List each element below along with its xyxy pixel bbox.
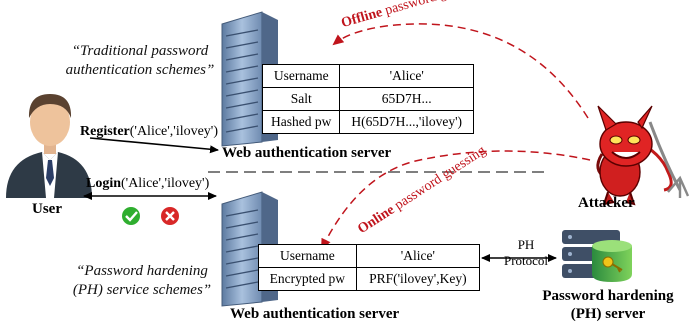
table-header-row: Username 'Alice' xyxy=(261,64,474,88)
traditional-caption-line2: authentication schemes” xyxy=(65,62,215,78)
table-row: Encrypted pw PRF('ilovey',Key) xyxy=(258,267,481,291)
user-avatar-icon xyxy=(6,94,92,198)
table-row: Salt 65D7H... xyxy=(261,87,474,111)
table-cell: 'Alice' xyxy=(339,64,474,88)
ph-server-line1: Password hardening xyxy=(542,288,674,304)
cross-icon xyxy=(161,207,179,225)
online-attack-arrow xyxy=(321,150,591,250)
table-cell: Encrypted pw xyxy=(258,267,357,291)
ph-server-key-icon xyxy=(562,230,632,282)
traditional-scheme-caption: “Traditional password authentication sch… xyxy=(40,42,240,80)
user-label: User xyxy=(32,201,62,217)
web-server-top-label: Web authentication server xyxy=(222,145,392,161)
register-args: ('Alice','ilovey') xyxy=(129,124,218,139)
traditional-credentials-table: Username 'Alice' Salt 65D7H... Hashed pw… xyxy=(261,64,474,134)
register-arrow xyxy=(89,137,219,154)
ph-server-label: Password hardening (PH) server xyxy=(528,287,688,323)
ph-caption-line1: “Password hardening xyxy=(76,263,208,279)
table-cell: Salt xyxy=(261,87,341,111)
ph-caption-line2: (PH) service schemes” xyxy=(72,282,212,298)
register-keyword: Register xyxy=(80,124,130,139)
ph-credentials-table: Username 'Alice' Encrypted pw PRF('ilove… xyxy=(258,244,481,291)
table-cell: Username xyxy=(261,64,341,88)
table-cell: 65D7H... xyxy=(339,87,474,111)
attacker-label: Attacker xyxy=(578,195,635,211)
ph-server-line2: (PH) server xyxy=(570,306,646,322)
login-args: ('Alice','ilovey') xyxy=(121,176,210,191)
web-server-bottom-label: Web authentication server xyxy=(230,306,400,322)
table-cell: Username xyxy=(258,244,357,268)
table-header-row: Username 'Alice' xyxy=(258,244,481,268)
register-message: Register('Alice','ilovey') xyxy=(80,124,218,140)
traditional-caption-line1: “Traditional password xyxy=(71,43,209,59)
ph-protocol-label: PH Protocol xyxy=(498,237,554,269)
ph-protocol-line1: PH xyxy=(517,237,535,252)
check-icon xyxy=(122,207,140,225)
login-message: Login('Alice','ilovey') xyxy=(86,176,209,192)
offline-attack-arrow xyxy=(332,23,589,119)
table-cell: 'Alice' xyxy=(355,244,481,268)
attacker-devil-icon xyxy=(596,105,690,206)
login-keyword: Login xyxy=(86,176,122,191)
ph-protocol-line2: Protocol xyxy=(503,253,549,268)
table-cell: Hashed pw xyxy=(261,110,341,134)
table-cell: H(65D7H...,'ilovey') xyxy=(339,110,474,134)
table-cell: PRF('ilovey',Key) xyxy=(355,267,481,291)
ph-scheme-caption: “Password hardening (PH) service schemes… xyxy=(52,262,232,300)
table-row: Hashed pw H(65D7H...,'ilovey') xyxy=(261,110,474,134)
